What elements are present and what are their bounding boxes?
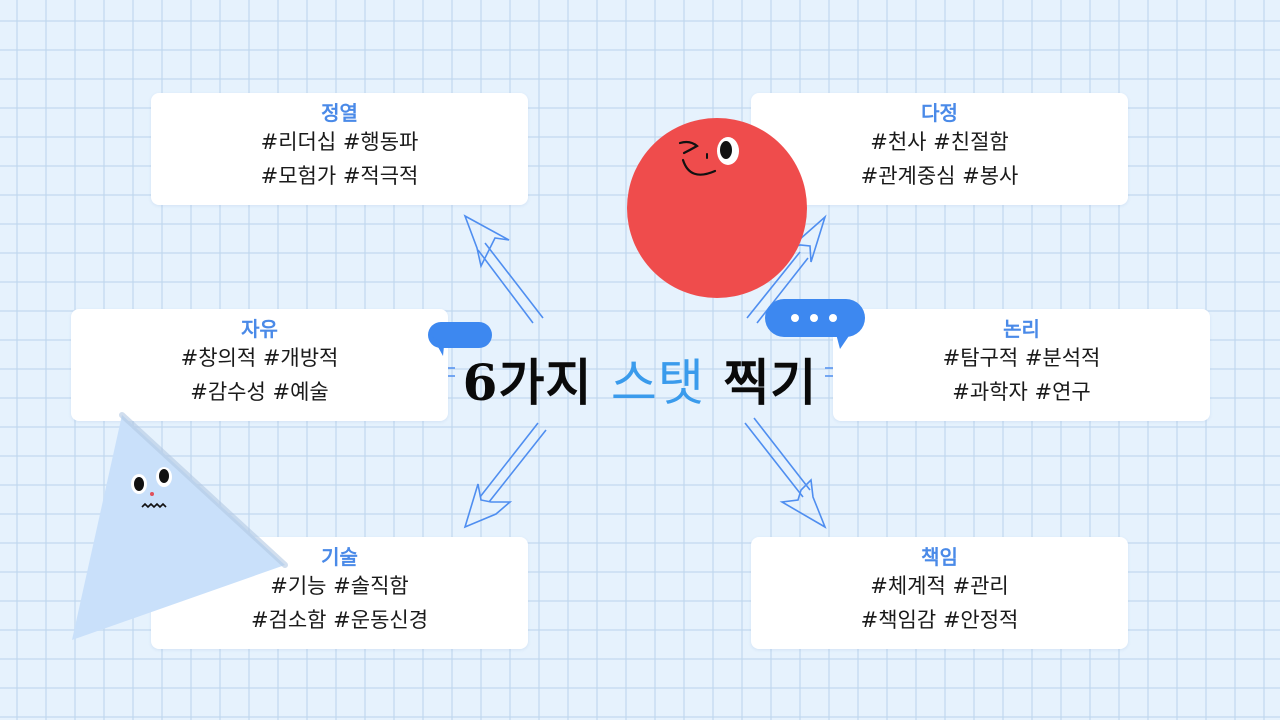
- blank-speech-bubble-icon: [428, 322, 492, 356]
- stat-tags-line1: #탐구적 #분석적: [942, 346, 1101, 370]
- title-accent: 스탯: [610, 354, 705, 412]
- stat-title: 다정: [921, 101, 958, 125]
- stat-card-passion: 정열 #리더십 #행동파 #모험가 #적극적: [151, 93, 528, 205]
- arrow-up-left-icon: [463, 214, 544, 324]
- stat-card-freedom: 자유 #창의적 #개방적 #감수성 #예술: [71, 309, 448, 421]
- stat-title: 자유: [241, 317, 278, 341]
- stat-tags-line1: #체계적 #관리: [870, 574, 1009, 598]
- stat-tags-line2: #검소함 #운동신경: [250, 608, 429, 632]
- stat-card-kind: 다정 #천사 #친절함 #관계중심 #봉사: [751, 93, 1128, 205]
- ellipsis-speech-bubble-icon: [765, 299, 865, 349]
- stat-tags-line1: #창의적 #개방적: [180, 346, 339, 370]
- stat-tags-line2: #책임감 #안정적: [860, 608, 1019, 632]
- arrow-down-left-icon: [463, 422, 547, 529]
- stat-title: 기술: [321, 545, 358, 569]
- red-circle-character-icon: [627, 118, 807, 298]
- title-part1: 6가지: [462, 353, 593, 412]
- arrow-down-right-icon: [744, 417, 827, 529]
- stat-card-responsibility: 책임 #체계적 #관리 #책임감 #안정적: [751, 537, 1128, 649]
- stat-title: 정열: [321, 101, 358, 125]
- title-part2: 찍기: [723, 353, 818, 412]
- page-title: 6가지 스탯 찍기: [455, 348, 825, 418]
- stat-tags-line2: #관계중심 #봉사: [860, 164, 1019, 188]
- stat-title: 논리: [1003, 317, 1040, 341]
- stat-tags-line1: #기능 #솔직함: [270, 574, 409, 598]
- stat-tags-line1: #천사 #친절함: [870, 130, 1009, 154]
- stat-tags-line2: #감수성 #예술: [190, 380, 329, 404]
- stat-card-logic: 논리 #탐구적 #분석적 #과학자 #연구: [833, 309, 1210, 421]
- stat-title: 책임: [921, 545, 958, 569]
- stat-tags-line1: #리더십 #행동파: [260, 130, 419, 154]
- stat-tags-line2: #모험가 #적극적: [260, 164, 419, 188]
- stat-tags-line2: #과학자 #연구: [952, 380, 1091, 404]
- blue-triangle-character-icon: [72, 412, 288, 640]
